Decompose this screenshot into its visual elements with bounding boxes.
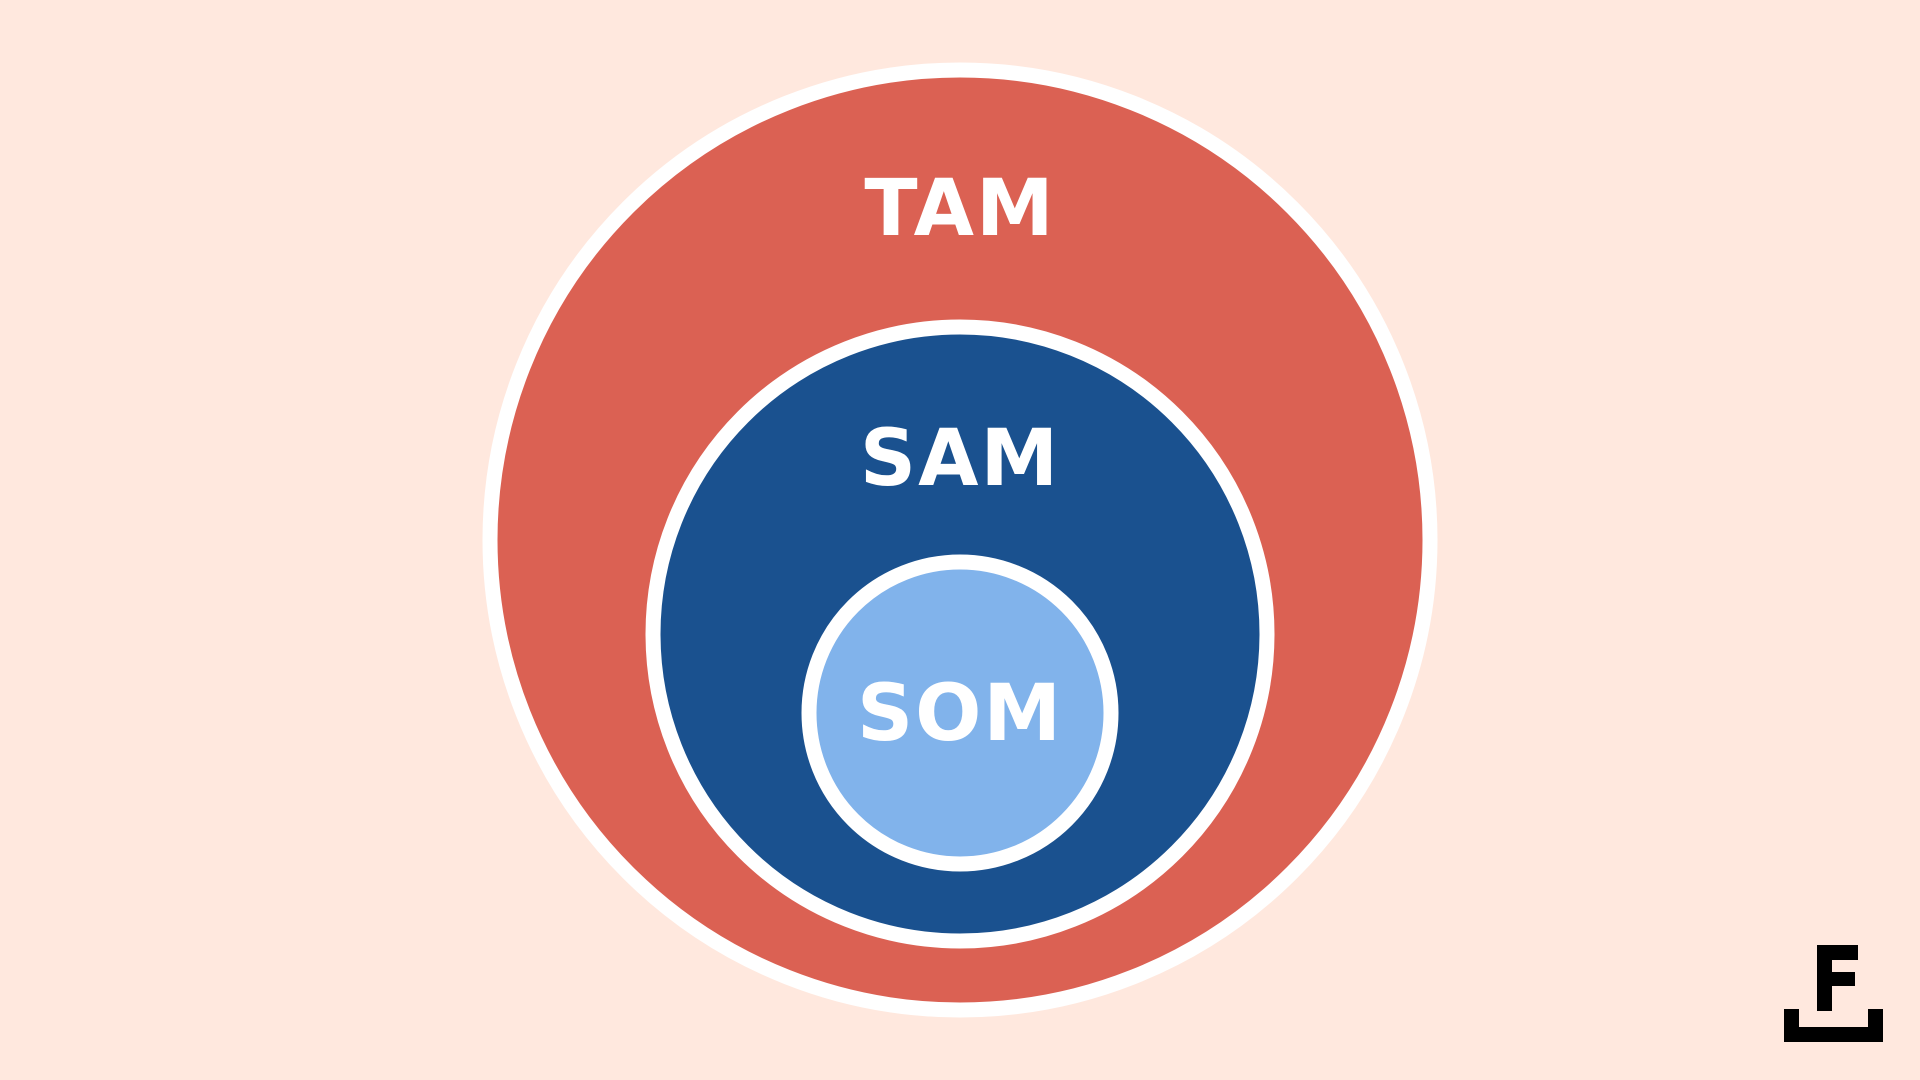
- som-label: SOM: [857, 669, 1063, 759]
- sam-label: SAM: [860, 414, 1060, 504]
- brand-logo-icon: [1784, 945, 1883, 1042]
- som-circle: SOM: [801, 554, 1119, 872]
- tam-label: TAM: [864, 164, 1055, 254]
